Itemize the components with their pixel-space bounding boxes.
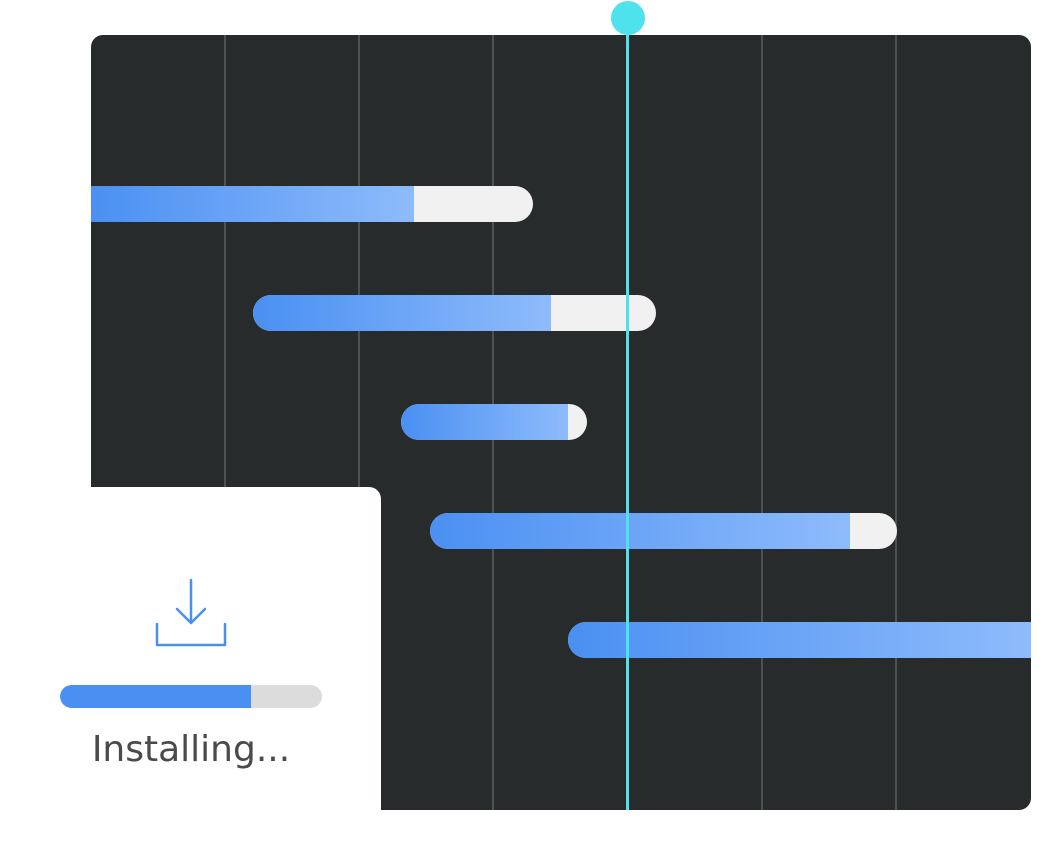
download-icon [155,578,227,648]
task-bar-2[interactable] [253,295,656,331]
task-bar-4[interactable] [430,513,897,549]
task-bar-1[interactable] [91,186,533,222]
task-bar-3-progress [401,404,569,440]
install-progress-fill [60,685,252,708]
playhead-line[interactable] [626,18,629,810]
task-bar-4-progress [430,513,851,549]
install-progress-bar [60,685,322,708]
grid-line [224,35,226,810]
playhead-handle[interactable] [611,1,645,35]
task-bar-3[interactable] [401,404,587,440]
task-bar-1-progress [91,186,414,222]
grid-line [358,35,360,810]
grid-line [895,35,897,810]
install-card [0,487,381,810]
grid-line [761,35,763,810]
task-bar-2-progress [253,295,552,331]
task-bar-5-progress [568,622,1031,658]
install-status-label: Installing... [91,729,291,770]
task-bar-5[interactable] [568,622,1031,658]
